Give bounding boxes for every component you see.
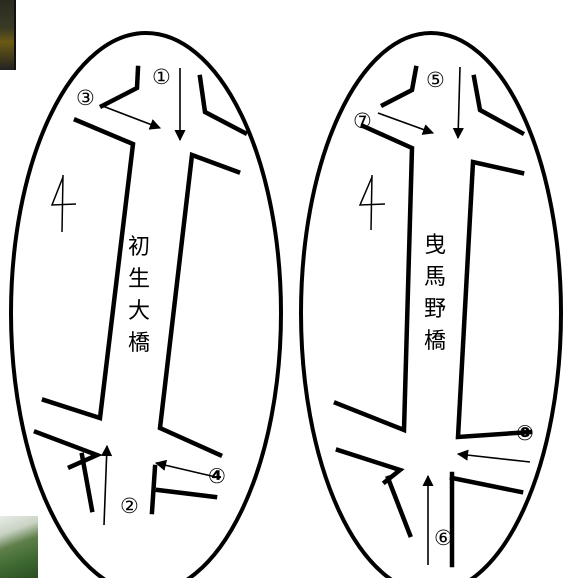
left-bridge-char: 初 <box>128 235 151 260</box>
left-bottom-road <box>33 429 218 515</box>
left-intersection-diagram: ① ③ ② ④ <box>9 31 283 578</box>
left-oval-outline <box>9 31 283 578</box>
left-bridge-char: 橋 <box>128 331 151 356</box>
right-bridge-char: 曳 <box>424 233 447 258</box>
left-bridge-char: 大 <box>128 299 151 324</box>
right-bottom-road <box>335 447 524 568</box>
left-bridge-name: 初 生 大 橋 <box>128 232 150 360</box>
right-top-road <box>333 65 533 440</box>
right-oval-outline <box>299 31 563 578</box>
right-label-right: ⑧ <box>516 421 534 445</box>
right-arrow-right <box>456 449 531 463</box>
right-label-top-left: ⑦ <box>353 109 372 133</box>
left-label-top-left: ③ <box>76 86 95 110</box>
photo-thumbnail-top-left <box>0 0 16 70</box>
left-arrow-bottom-right <box>154 459 221 479</box>
left-arrow-bottom <box>101 444 113 526</box>
right-bridge-char: 野 <box>424 297 447 322</box>
right-north-marker-icon <box>358 174 386 231</box>
left-bridge-char: 生 <box>128 267 151 292</box>
photo-thumbnail-bottom-left <box>0 516 38 578</box>
left-label-bottom: ② <box>120 494 139 518</box>
left-arrow-top-left <box>99 104 162 130</box>
left-north-marker-icon <box>50 174 77 233</box>
left-label-top: ① <box>152 65 171 89</box>
left-label-bottom-right: ④ <box>208 464 226 488</box>
right-arrow-top-left <box>377 112 435 135</box>
right-bridge-name: 曳 馬 野 橋 <box>424 230 446 358</box>
right-bridge-char: 橋 <box>424 329 447 354</box>
right-arrow-top <box>452 66 464 140</box>
right-label-top: ⑤ <box>426 68 445 92</box>
right-intersection-diagram: ⑤ ⑦ ⑥ ⑧ <box>299 31 563 578</box>
left-top-road <box>41 65 249 458</box>
right-bridge-char: 馬 <box>424 265 447 290</box>
right-label-bottom: ⑥ <box>434 526 453 550</box>
